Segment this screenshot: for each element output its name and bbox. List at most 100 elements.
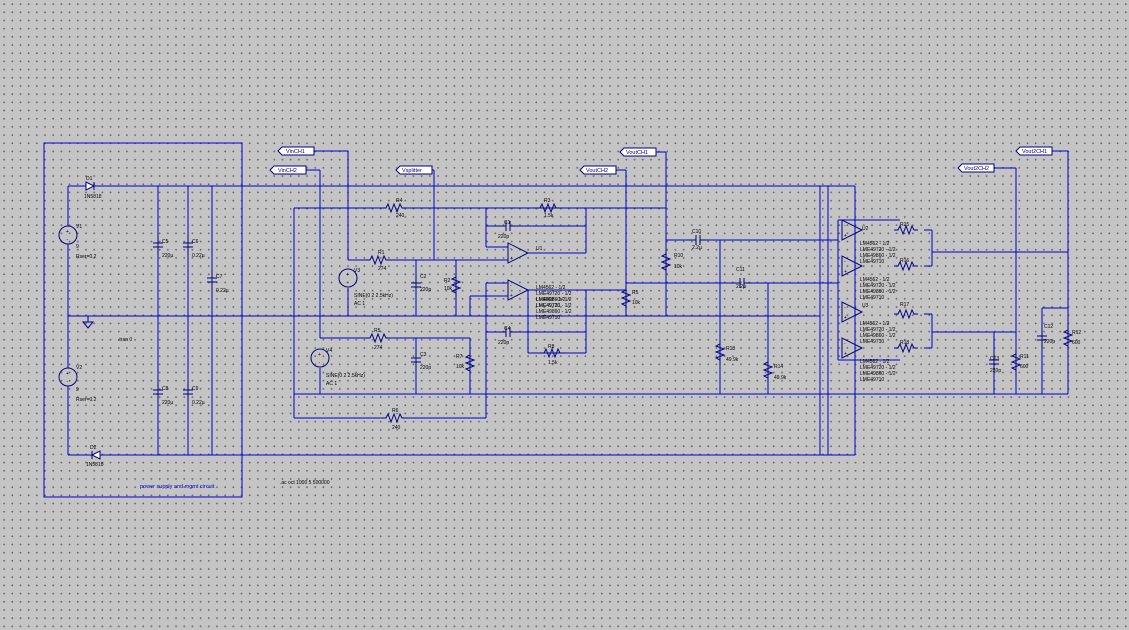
capacitor-c7[interactable]: C7 0.22µ — [206, 269, 229, 294]
power-wiring — [67, 185, 856, 456]
resistor-r1[interactable]: R1 274 — [365, 250, 391, 272]
netlabel-vout2-ch1[interactable]: Vout2CH1 — [1015, 146, 1068, 156]
resistor-r5[interactable]: R5 274 — [365, 328, 391, 351]
svg-text:C11: C11 — [736, 267, 745, 273]
svg-text:R15: R15 — [900, 222, 909, 228]
svg-text:VoutCH2: VoutCH2 — [586, 168, 608, 174]
source-v4[interactable]: V4 SINE(0 2 2.5kHz) AC 1 — [310, 348, 365, 387]
opamp-u2[interactable]: U2 — [841, 219, 869, 241]
capacitor-c3[interactable]: C3 220p — [410, 349, 431, 371]
svg-text:U3: U3 — [862, 303, 869, 309]
netlabel-vin-ch1[interactable]: VinCH1 — [277, 146, 348, 156]
svg-text:Rser=0.2: Rser=0.2 — [76, 397, 97, 403]
resistor-r5b[interactable]: R5 10k — [621, 285, 641, 311]
svg-text:1.5k: 1.5k — [548, 360, 558, 366]
svg-text:240: 240 — [396, 213, 405, 219]
svg-text:LME49710: LME49710 — [860, 259, 884, 265]
netlabel-vout-ch2[interactable]: VoutCH2 — [579, 165, 626, 175]
resistor-r15[interactable]: R15 — [893, 222, 919, 235]
capacitor-c6[interactable]: C6 0.22µ — [182, 234, 205, 259]
svg-text:LM4562 - 1/2: LM4562 - 1/2 — [536, 285, 566, 291]
svg-text:C4: C4 — [504, 326, 511, 332]
svg-text:Rser=0.2: Rser=0.2 — [76, 254, 97, 260]
svg-text:220µ: 220µ — [162, 253, 173, 259]
opamp-u2b[interactable] — [841, 255, 863, 277]
resistor-r18[interactable]: R18 — [893, 340, 919, 353]
svg-text:LM4562 - 1/2: LM4562 - 1/2 — [860, 277, 890, 283]
svg-text:R2: R2 — [444, 278, 451, 284]
svg-text:49.9k: 49.9k — [726, 357, 739, 363]
capacitor-c8[interactable]: C8 220µ — [152, 381, 173, 406]
capacitor-c5[interactable]: C5 220µ — [152, 234, 173, 259]
source-v3[interactable]: V3 SINE(0 2 2.5kHz) AC 1 — [338, 268, 393, 307]
source-v1[interactable]: V1 9 Rser=0.2 — [58, 224, 97, 260]
resistor-r8[interactable]: R8 1.5k — [539, 344, 565, 366]
capacitor-c11[interactable]: C11 2.2µ — [731, 267, 753, 290]
svg-text:SINE(0 2 2.5kHz): SINE(0 2 2.5kHz) — [326, 373, 365, 379]
svg-text:C13: C13 — [990, 356, 999, 362]
resistor-r11[interactable]: R11 600 — [1011, 349, 1029, 375]
svg-text:C5: C5 — [162, 239, 169, 245]
capacitor-c2[interactable]: C2 220p — [410, 274, 431, 296]
source-v2[interactable]: V2 9 Rser=0.2 — [58, 365, 97, 403]
opamp-u1[interactable]: U1 — [507, 242, 543, 264]
resistor-r3[interactable]: R3 1.5k — [535, 198, 561, 219]
svg-text:R3: R3 — [544, 198, 551, 204]
svg-text:274: 274 — [374, 345, 383, 351]
svg-text:LME49860 - 1/2: LME49860 - 1/2 — [860, 371, 896, 377]
opamp-u1-model: LM4562 - 1/2 LME49720 - 1/2 LME49860 - 1… — [536, 285, 572, 309]
svg-text:U2: U2 — [862, 226, 869, 232]
capacitor-c9[interactable]: C9 0.22µ — [182, 381, 205, 406]
svg-text:49.9k: 49.9k — [774, 375, 787, 381]
diode-d2[interactable]: D2 1N5818 — [86, 445, 104, 468]
svg-text:C9: C9 — [192, 386, 199, 392]
svg-text:R6: R6 — [392, 408, 399, 414]
svg-text:LME49720 - 1/2: LME49720 - 1/2 — [860, 327, 896, 333]
svg-text:240: 240 — [392, 425, 401, 431]
netlabel-vout2-ch2[interactable]: Vout2CH2 — [957, 163, 1016, 173]
svg-text:LME49860 - 1/2: LME49860 - 1/2 — [536, 297, 572, 303]
netlabel-vin-ch2[interactable]: VinCH2 — [269, 165, 320, 175]
svg-text:D2: D2 — [90, 445, 97, 451]
svg-text:R17: R17 — [900, 302, 909, 308]
ac-directive[interactable]: .ac oct 1000 5 500000 — [280, 480, 330, 486]
opamp-u3b[interactable] — [841, 337, 863, 359]
svg-text:R10: R10 — [674, 253, 683, 259]
svg-text:10k: 10k — [444, 286, 453, 292]
svg-text:9: 9 — [76, 244, 79, 250]
resistor-r7[interactable]: R7 10k — [456, 350, 475, 376]
tran-directive[interactable]: .tran 0 — [118, 337, 132, 343]
capacitor-c4[interactable]: C4 220p — [497, 326, 519, 346]
netlabel-vsplitter[interactable]: Vsplitter — [395, 165, 434, 175]
svg-text:220p: 220p — [420, 287, 431, 293]
diode-d1[interactable]: D1 1N5818 — [84, 176, 102, 200]
netlabel-vout-ch1[interactable]: VoutCH1 — [619, 147, 666, 157]
svg-text:10k: 10k — [456, 364, 465, 370]
opamp-u1b[interactable] — [507, 279, 529, 301]
power-box-title: power supply and mgmt circuit — [140, 484, 215, 490]
capacitor-c12[interactable]: C12 220p — [1036, 324, 1055, 349]
resistor-r2[interactable]: R2 10k — [444, 272, 461, 298]
resistor-r14[interactable]: R14 49.9k — [763, 357, 787, 383]
svg-text:V4: V4 — [326, 348, 332, 354]
svg-text:0.22µ: 0.22µ — [216, 288, 229, 294]
resistor-r17[interactable]: R17 — [893, 302, 919, 319]
capacitor-c13[interactable]: C13 220p — [988, 351, 1001, 374]
opamp-u3[interactable]: U3 — [841, 301, 869, 323]
resistor-r16[interactable]: R16 — [893, 258, 919, 271]
svg-text:C7: C7 — [216, 274, 223, 280]
resistor-r6[interactable]: R6 240 — [381, 408, 407, 431]
capacitor-c10[interactable]: C10 2.2µ — [687, 229, 709, 251]
resistor-r12[interactable]: R12 600 — [1063, 325, 1081, 351]
svg-text:1N5818: 1N5818 — [84, 194, 102, 200]
svg-text:Vout2CH2: Vout2CH2 — [964, 166, 989, 172]
ground-symbol — [81, 316, 95, 329]
resistor-r10[interactable]: R10 10k — [661, 249, 683, 275]
resistor-r13[interactable]: R13 49.9k — [715, 339, 739, 365]
resistor-r4[interactable]: R4 240 — [381, 198, 407, 219]
capacitor-c1[interactable]: C1 220p — [497, 220, 519, 240]
svg-text:R1: R1 — [378, 250, 385, 256]
svg-text:AC 1: AC 1 — [354, 301, 365, 307]
svg-text:R5: R5 — [374, 328, 381, 334]
